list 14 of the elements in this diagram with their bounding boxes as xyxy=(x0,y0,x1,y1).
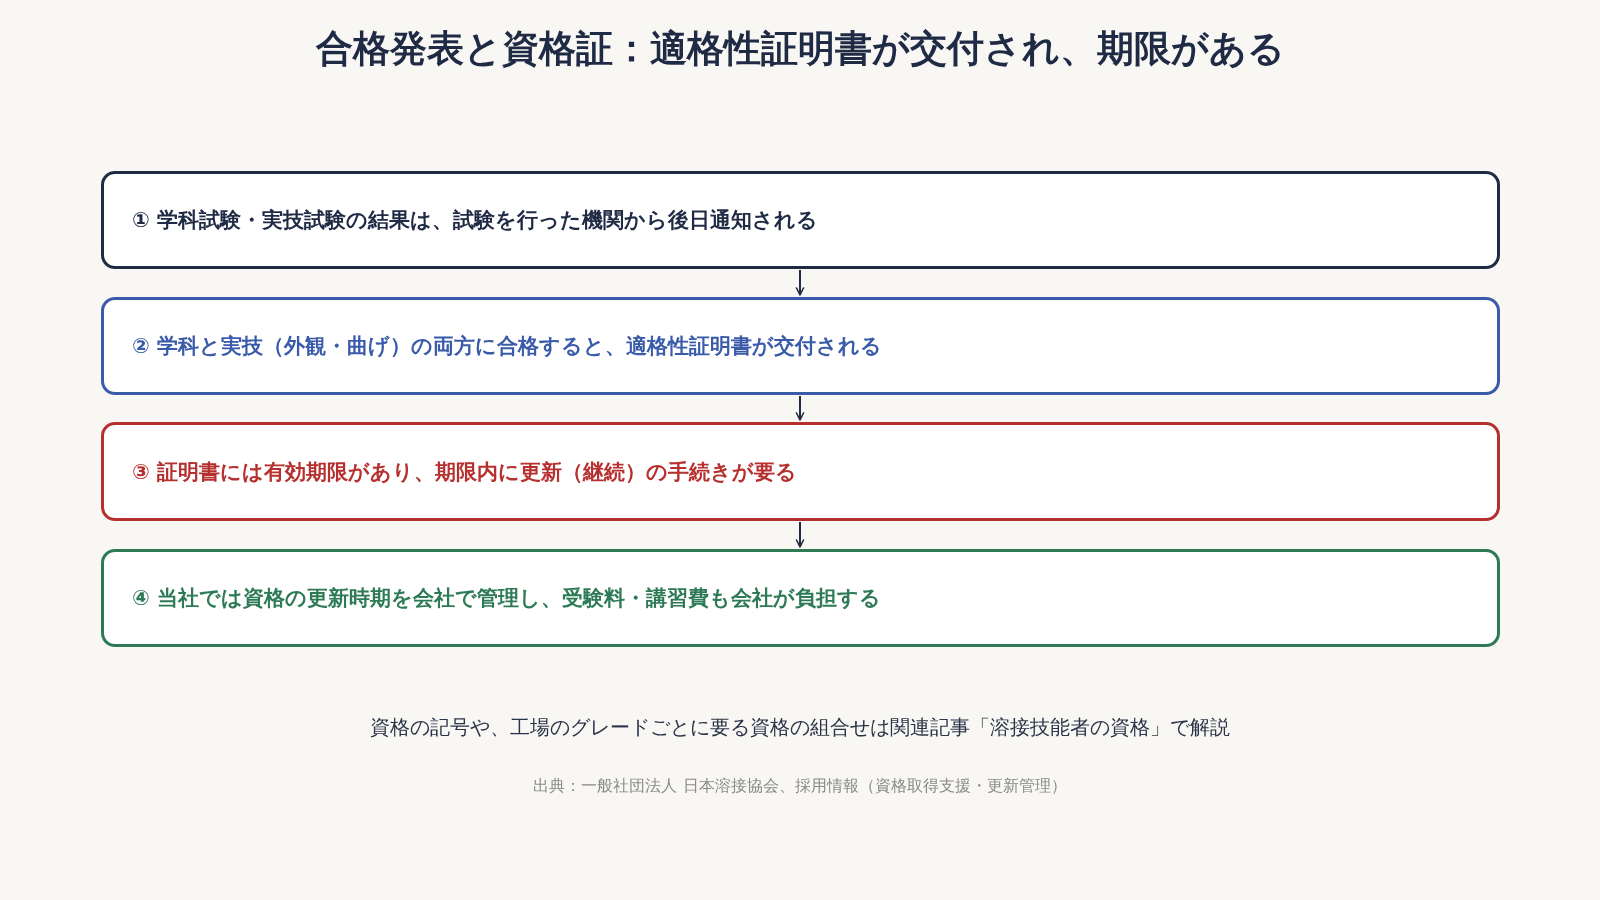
arrow xyxy=(795,521,805,548)
arrow xyxy=(795,395,805,421)
title: 合格発表と資格証：適格性証明書が交付され、期限がある xyxy=(314,26,1286,72)
arrow xyxy=(795,269,805,296)
note-text: 資格の記号や、工場のグレードごとに要る資格の組合せは関連記事「溶接技能者の資格」で解説 xyxy=(369,714,1231,741)
step-box xyxy=(101,549,1500,647)
step-box xyxy=(101,171,1500,269)
step-box xyxy=(101,297,1500,395)
step-text: ② 学科と実技（外観・曲げ）の両方に合格すると、適格性証明書が交付される xyxy=(132,333,883,360)
source-note: 出典：一般社団法人 日本溶接協会、採用情報（資格取得支援・更新管理） xyxy=(532,775,1068,797)
step-text: ④ 当社では資格の更新時期を会社で管理し、受験料・講習費も会社が負担する xyxy=(132,585,882,612)
step-text: ③ 証明書には有効期限があり、期限内に更新（継続）の手続きが要る xyxy=(132,458,798,486)
step-box xyxy=(101,422,1500,521)
step-text: ① 学科試験・実技試験の結果は、試験を行った機関から後日通知される xyxy=(132,207,819,234)
